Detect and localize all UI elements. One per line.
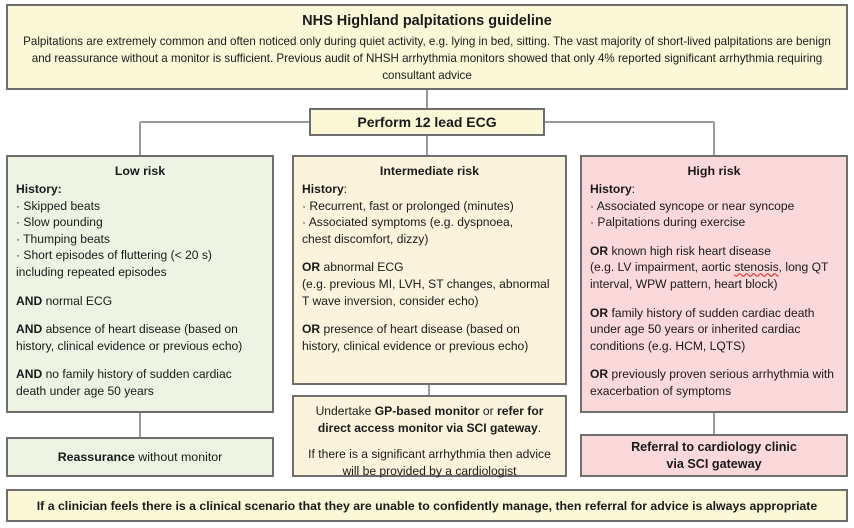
- page-title: NHS Highland palpitations guideline: [302, 13, 552, 29]
- intermediate-risk-bullet: · Recurrent, fast or prolonged (minutes): [302, 198, 514, 213]
- spellcheck-flagged-word: stenosis: [734, 260, 779, 275]
- guideline-intro-text: Palpitations are extremely common and of…: [23, 35, 831, 82]
- outcome-monitor-action: Undertake GP-based monitor or refer for …: [315, 404, 544, 435]
- outcome-referral-line2: via SCI gateway: [666, 456, 762, 471]
- low-risk-bullet: · Skipped beats: [16, 198, 101, 213]
- outcome-monitor-note: If there is a significant arrhythmia the…: [308, 447, 551, 478]
- low-risk-title: Low risk: [114, 164, 166, 178]
- intermediate-risk-criterion-detail: (e.g. previous MI, LVH, ST changes, abno…: [302, 276, 550, 308]
- low-risk-criterion: AND normal ECG: [16, 293, 113, 308]
- guideline-header-box: NHS Highland palpitations guideline Palp…: [6, 4, 848, 90]
- low-risk-criterion: AND absence of heart disease (based on h…: [16, 322, 243, 353]
- intermediate-risk-title: Intermediate risk: [379, 164, 480, 178]
- high-risk-bullet: · Palpitations during exercise: [590, 215, 746, 230]
- outcome-referral-label: Referral to cardiology clinic via SCI ga…: [631, 439, 797, 473]
- low-risk-history-label: History:: [16, 182, 62, 196]
- intermediate-risk-bullet: · Associated symptoms (e.g. dyspnoea,: [302, 215, 514, 230]
- footer-advice-text: If a clinician feels there is a clinical…: [36, 498, 818, 513]
- high-risk-criterion: OR family history of sudden cardiac deat…: [590, 305, 815, 353]
- low-risk-bullet: · Thumping beats: [16, 231, 110, 246]
- outcome-referral-box: Referral to cardiology clinic via SCI ga…: [580, 434, 848, 477]
- intermediate-risk-history-label: History:: [302, 182, 348, 196]
- intermediate-risk-bullet-cont: chest discomfort, dizzy): [302, 231, 429, 246]
- low-risk-bullet: · Short episodes of fluttering (< 20 s): [16, 248, 212, 263]
- footer-advice-box: If a clinician feels there is a clinical…: [6, 489, 848, 522]
- step-perform-ecg-label: Perform 12 lead ECG: [357, 114, 497, 130]
- high-risk-criterion-detail: (e.g. LV impairment, aortic stenosis, lo…: [590, 260, 829, 291]
- low-risk-criterion: AND no family history of sudden cardiac …: [16, 367, 232, 398]
- high-risk-bullet: · Associated syncope or near syncope: [590, 198, 795, 213]
- outcome-referral-line1: Referral to cardiology clinic: [631, 439, 797, 454]
- low-risk-bullet: · Slow pounding: [16, 215, 103, 230]
- outcome-monitor-box: Undertake GP-based monitor or refer for …: [292, 395, 567, 478]
- high-risk-history-label: History:: [590, 182, 636, 196]
- low-risk-bullet-cont: including repeated episodes: [16, 264, 167, 279]
- outcome-reassurance-box: Reassurance without monitor: [6, 437, 274, 477]
- low-risk-box: Low risk History: · Skipped beats · Slow…: [6, 155, 274, 413]
- outcome-reassurance-label: Reassurance without monitor: [57, 450, 223, 464]
- intermediate-risk-criterion: OR abnormal ECG: [302, 260, 404, 275]
- step-perform-ecg-box: Perform 12 lead ECG: [309, 108, 545, 136]
- high-risk-criterion: OR previously proven serious arrhythmia …: [590, 367, 834, 398]
- intermediate-risk-criterion: OR presence of heart disease (based on h…: [302, 322, 529, 353]
- spacer: [304, 436, 555, 446]
- high-risk-criterion: OR known high risk heart disease: [590, 243, 771, 258]
- high-risk-box: High risk History: · Associated syncope …: [580, 155, 848, 413]
- high-risk-title: High risk: [687, 164, 741, 178]
- intermediate-risk-box: Intermediate risk History: · Recurrent, …: [292, 155, 567, 385]
